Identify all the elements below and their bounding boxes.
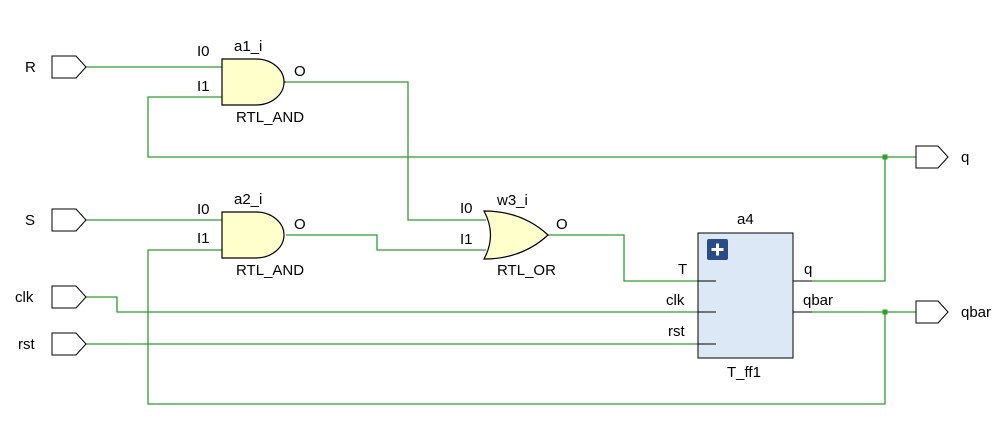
- a2-pin-i0: I0: [197, 201, 210, 218]
- a1-pin-i1: I1: [197, 78, 210, 95]
- port-label-q: q: [961, 149, 969, 166]
- port-label-r: R: [25, 59, 36, 76]
- wire-w3-o-to-t[interactable]: [548, 234, 698, 282]
- port-label-s: S: [25, 212, 35, 229]
- a1-type-label: RTL_AND: [236, 109, 304, 126]
- a2-instance-name: a2_i: [234, 191, 262, 208]
- w3-pin-i0: I0: [460, 200, 473, 217]
- and-gate-a1[interactable]: a1_i I0 I1 O RTL_AND: [197, 38, 306, 126]
- port-label-clk: clk: [15, 289, 34, 306]
- wire-a1-o-to-w3-i0[interactable]: [286, 81, 486, 221]
- w3-instance-name: w3_i: [496, 192, 528, 209]
- or-gate-w3[interactable]: w3_i I0 I1 O RTL_OR: [460, 192, 568, 279]
- port-label-rst: rst: [18, 336, 35, 353]
- a2-pin-o: O: [294, 216, 306, 233]
- wire-clk[interactable]: [86, 296, 698, 313]
- a1-pin-i0: I0: [197, 43, 210, 60]
- junction-q: [882, 154, 888, 160]
- w3-type-label: RTL_OR: [497, 262, 556, 279]
- input-port-r[interactable]: R: [25, 55, 87, 79]
- a2-type-label: RTL_AND: [236, 262, 304, 279]
- tff-pin-clk: clk: [666, 292, 685, 309]
- wires: [86, 66, 916, 405]
- tff-block-a4[interactable]: a4 T clk rst q qbar T_ff1: [666, 211, 833, 381]
- a1-instance-name: a1_i: [234, 38, 262, 55]
- wire-a2-o-to-w3-i1[interactable]: [286, 234, 486, 251]
- tff-pin-qbar: qbar: [803, 292, 833, 309]
- tff-pin-rst: rst: [668, 323, 685, 340]
- tff-type-label: T_ff1: [727, 364, 761, 381]
- a4-instance-name: a4: [737, 211, 754, 228]
- wire-ff-q-out[interactable]: [812, 157, 886, 282]
- expand-block-button[interactable]: [707, 239, 728, 260]
- wire-q-feedback-to-a1-i1[interactable]: [147, 96, 916, 158]
- output-port-qbar[interactable]: qbar: [915, 300, 991, 324]
- input-port-clk[interactable]: clk: [15, 285, 87, 309]
- wire-qbar-feedback-to-a2-i1[interactable]: [147, 249, 886, 405]
- output-port-q[interactable]: q: [915, 145, 969, 169]
- tff-pin-q: q: [804, 261, 812, 278]
- w3-pin-o: O: [556, 216, 568, 233]
- input-port-s[interactable]: S: [25, 208, 87, 232]
- a2-pin-i1: I1: [197, 230, 210, 247]
- a1-pin-o: O: [294, 63, 306, 80]
- tff-pin-t: T: [678, 261, 687, 278]
- input-port-rst[interactable]: rst: [18, 332, 87, 356]
- and-gate-a2[interactable]: a2_i I0 I1 O RTL_AND: [197, 191, 306, 279]
- port-label-qbar: qbar: [961, 304, 991, 321]
- w3-pin-i1: I1: [460, 231, 473, 248]
- junction-qbar: [882, 309, 888, 315]
